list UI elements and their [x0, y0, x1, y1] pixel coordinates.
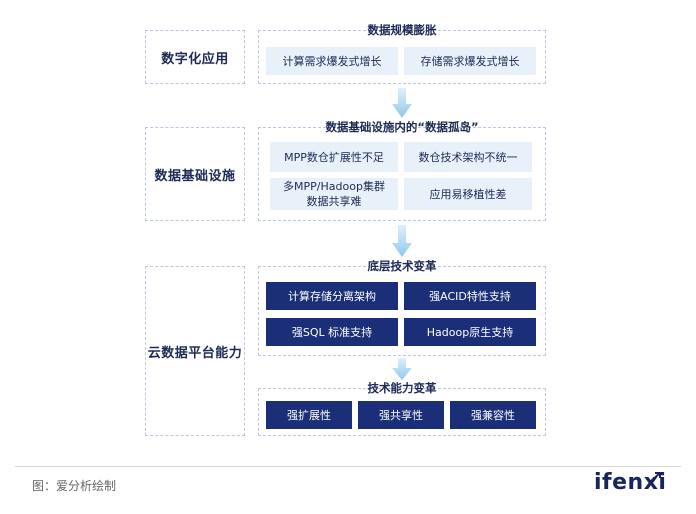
section-data-scale-title: 数据规模膨胀	[367, 23, 437, 37]
ifenxi-logo: ifenxi	[594, 470, 666, 495]
box-arch-inconsistent: 数仓技术架构不统一	[404, 142, 532, 172]
row-label-cloud-platform-text: 云数据平台能力	[147, 345, 243, 361]
box-hadoop-support: Hadoop原生支持	[404, 318, 536, 346]
box-cluster-sharing: 多MPP/Hadoop集群 数据共享难	[270, 178, 398, 210]
figure-caption: 图：爱分析绘制	[32, 479, 117, 493]
row-label-data-infra: 数据基础设施	[145, 127, 245, 221]
box-compatibility: 强兼容性	[450, 401, 536, 429]
section-capability-change-title: 技术能力变革	[367, 381, 437, 395]
row-label-digital-app: 数字化应用	[145, 30, 245, 84]
box-cluster-sharing-text: 多MPP/Hadoop集群 数据共享难	[283, 180, 385, 208]
box-compute-demand: 计算需求爆发式增长	[266, 47, 398, 75]
row-label-data-infra-text: 数据基础设施	[154, 168, 236, 184]
box-mpp-scalability: MPP数仓扩展性不足	[270, 142, 398, 172]
ifenxi-logo-text: ifenxi	[594, 470, 667, 495]
row-label-digital-app-text: 数字化应用	[161, 51, 229, 67]
section-capability-change	[258, 388, 546, 436]
section-data-silos	[258, 127, 546, 221]
box-storage-demand: 存储需求爆发式增长	[404, 47, 536, 75]
box-sql-support: 强SQL 标准支持	[266, 318, 398, 346]
down-arrow-icon	[392, 225, 412, 257]
footer-divider	[15, 466, 681, 467]
row-label-cloud-platform: 云数据平台能力	[145, 266, 245, 436]
logo-arrow-icon	[650, 472, 661, 482]
box-compute-storage-separation: 计算存储分离架构	[266, 282, 398, 310]
section-data-silos-title: 数据基础设施内的“数据孤岛”	[325, 120, 479, 134]
box-acid-support: 强ACID特性支持	[404, 282, 536, 310]
box-scalability: 强扩展性	[266, 401, 352, 429]
down-arrow-icon	[392, 88, 412, 118]
section-tech-change-title: 底层技术变革	[367, 259, 437, 273]
section-data-scale	[258, 30, 546, 84]
section-tech-change	[258, 266, 546, 356]
box-portability: 应用易移植性差	[404, 178, 532, 210]
box-sharing: 强共享性	[358, 401, 444, 429]
down-arrow-icon	[392, 358, 412, 380]
